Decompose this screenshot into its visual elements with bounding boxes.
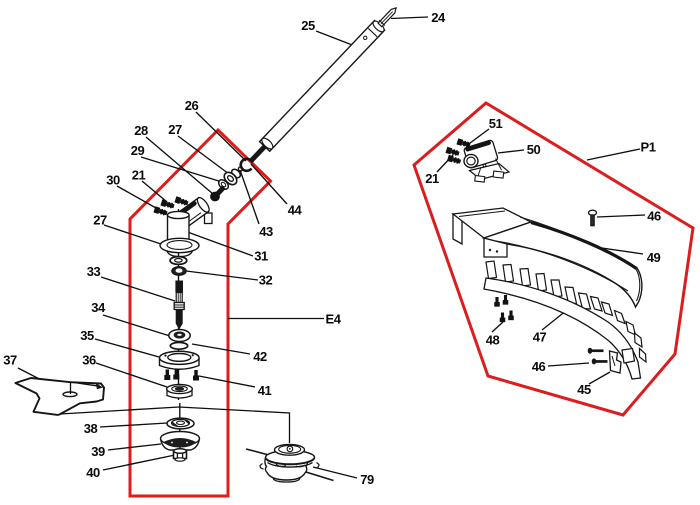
svg-text:41: 41: [258, 383, 272, 398]
svg-text:79: 79: [360, 472, 374, 487]
svg-text:30: 30: [106, 173, 120, 188]
svg-text:45: 45: [577, 382, 591, 397]
svg-text:44: 44: [288, 203, 303, 218]
svg-text:39: 39: [91, 444, 105, 459]
svg-text:27: 27: [168, 122, 182, 137]
svg-text:26: 26: [185, 98, 199, 113]
svg-text:47: 47: [533, 330, 547, 345]
svg-text:43: 43: [259, 224, 273, 239]
svg-text:42: 42: [253, 349, 267, 364]
svg-text:46: 46: [532, 359, 546, 374]
svg-text:21: 21: [425, 171, 439, 186]
svg-text:48: 48: [486, 333, 500, 348]
svg-text:21: 21: [132, 168, 146, 183]
svg-text:40: 40: [86, 465, 100, 480]
svg-text:25: 25: [301, 18, 315, 33]
svg-text:E4: E4: [326, 312, 342, 327]
svg-text:36: 36: [82, 353, 96, 368]
svg-text:27: 27: [93, 213, 107, 228]
svg-text:49: 49: [647, 250, 661, 265]
svg-text:24: 24: [431, 10, 446, 25]
svg-text:50: 50: [527, 142, 541, 157]
svg-text:46: 46: [647, 209, 661, 224]
svg-text:31: 31: [254, 249, 268, 264]
svg-text:28: 28: [134, 123, 148, 138]
svg-text:34: 34: [91, 300, 106, 315]
svg-text:38: 38: [84, 421, 98, 436]
svg-text:33: 33: [87, 264, 101, 279]
svg-text:37: 37: [3, 353, 17, 368]
svg-text:29: 29: [131, 143, 145, 158]
svg-text:35: 35: [80, 328, 94, 343]
svg-text:P1: P1: [641, 140, 656, 155]
svg-text:51: 51: [489, 116, 503, 131]
svg-text:32: 32: [259, 273, 273, 288]
